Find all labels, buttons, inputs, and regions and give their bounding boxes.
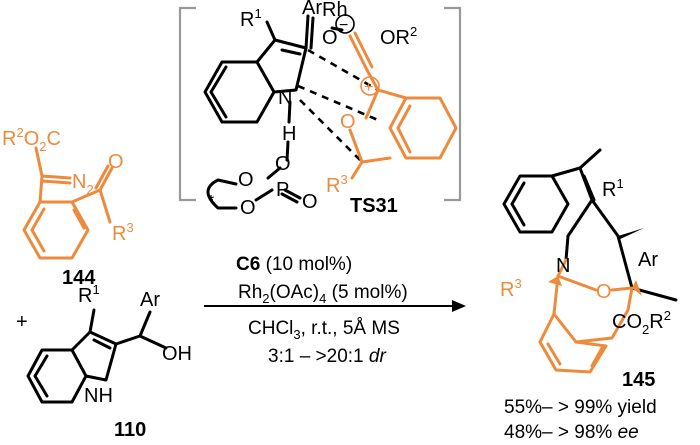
ts-plus-circle — [360, 76, 380, 96]
ts-r3-label: R3 — [326, 172, 348, 197]
ts-plus-label: + — [364, 79, 373, 96]
condition-dr: 3:1 – >20:1 dr — [268, 346, 386, 367]
compound-145-structure — [502, 148, 678, 374]
ts-o-rh-label: O — [322, 27, 338, 49]
ts-o1-label: O — [275, 153, 291, 175]
cpd145-ee: 48%– > 98% ee — [504, 422, 639, 443]
ts-o4-label: O — [240, 197, 256, 219]
condition-solvent: CHCl3, r.t., 5Å MS — [248, 318, 400, 342]
cpd110-r1-label: R1 — [78, 282, 100, 307]
ts-minus-circle — [335, 14, 355, 34]
ts31-structure — [203, 14, 458, 210]
ts-or2-label: OR2 — [380, 24, 417, 49]
cpd144-o-label: O — [108, 151, 124, 173]
cpd145-co2r2-label: CO2R2 — [612, 308, 671, 337]
cpd144-label: 144 — [62, 267, 96, 289]
cpd110-oh-label: OH — [162, 343, 192, 365]
ts-minus-label: − — [339, 17, 348, 34]
ts-p-label: P — [276, 179, 289, 201]
cpd144-n2-label: N2 — [72, 171, 94, 197]
ts-o2-label: O — [302, 191, 318, 213]
compound-144-structure — [22, 146, 114, 260]
compound-110-structure — [26, 308, 168, 404]
ts-bracket — [178, 6, 462, 202]
cpd145-n-label: N — [556, 255, 570, 277]
cpd144-r3-label: R3 — [112, 220, 134, 245]
ts-star-label: * — [208, 193, 214, 210]
ts-label: TS31 — [350, 195, 398, 217]
cpd144-ester-label: R2O2C — [2, 125, 61, 154]
cpd145-r3-label: R3 — [500, 276, 522, 301]
condition-rhodium: Rh2(OAc)4 (5 mol%) — [238, 282, 408, 306]
ts-r1-label: R1 — [240, 6, 262, 31]
ts-ar-label: Ar — [302, 0, 322, 19]
ts-o-ring-label: O — [340, 111, 356, 133]
cpd110-nh-label: NH — [84, 385, 113, 407]
cpd145-r1-label: R1 — [602, 176, 624, 201]
cpd110-label: 110 — [114, 419, 146, 441]
cpd145-o-label: O — [596, 281, 612, 303]
cpd145-ar-label: Ar — [638, 249, 658, 271]
condition-catalyst: C6 (10 mol%) — [236, 254, 352, 275]
cpd145-yield: 55%– > 99% yield — [504, 397, 657, 418]
ts-n-label: N — [278, 87, 292, 109]
cpd110-ar-label: Ar — [140, 289, 160, 311]
ts-o3-label: O — [238, 169, 254, 191]
ts-h-label: H — [282, 123, 296, 145]
reaction-arrow — [204, 300, 466, 312]
cpd145-label: 145 — [622, 369, 655, 391]
cpd110-plus-label: + — [16, 311, 28, 333]
